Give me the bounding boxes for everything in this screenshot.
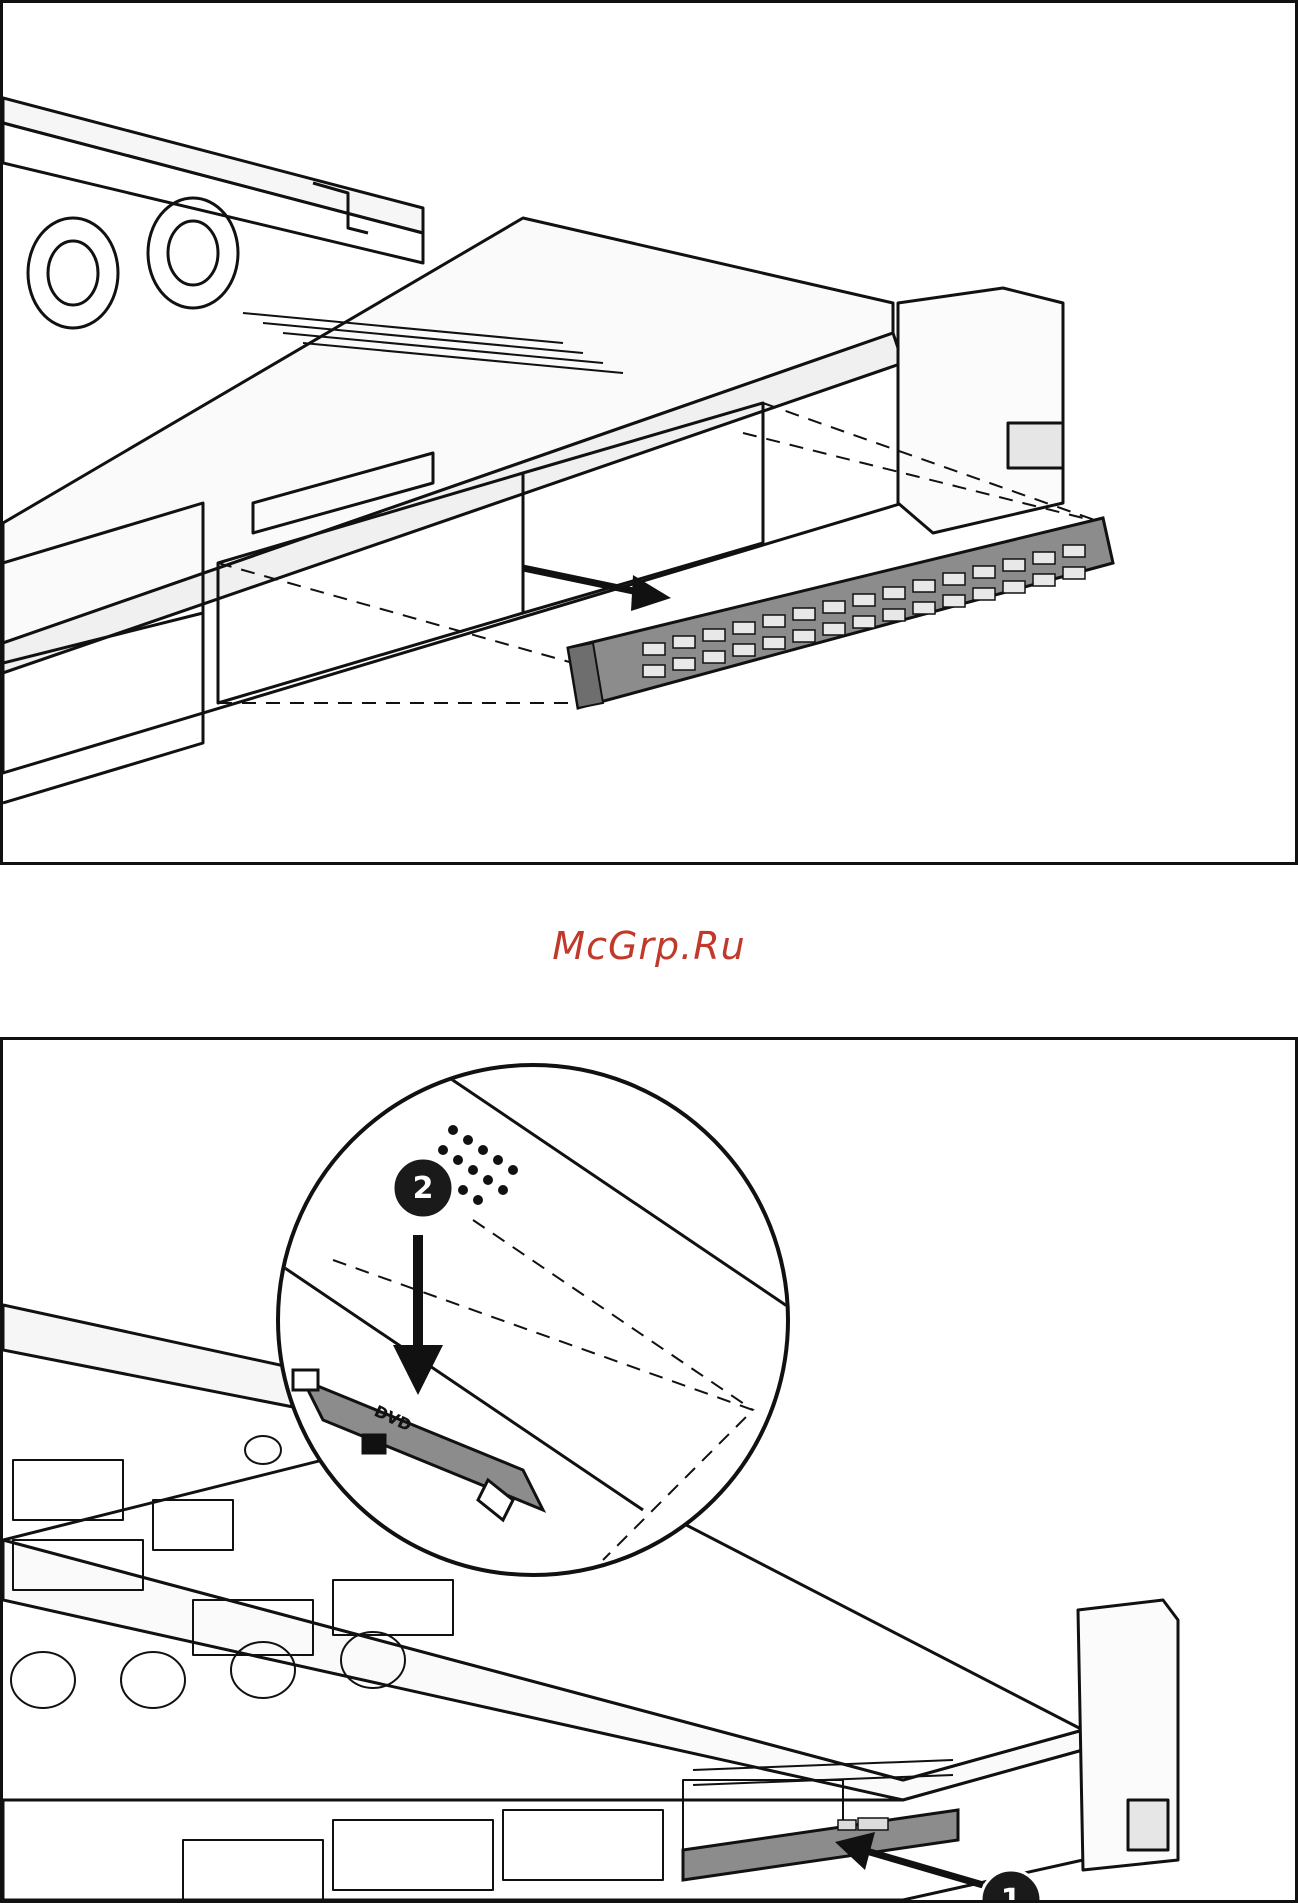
diagram-panel-bottom: 1 xyxy=(0,1037,1298,1903)
rack-ear-right xyxy=(898,288,1063,533)
watermark-text: McGrp.Ru xyxy=(0,924,1298,968)
detail-connector xyxy=(363,1435,385,1453)
detail-magnifier: DVD xyxy=(273,1060,793,1575)
diagram-panel-top xyxy=(0,0,1298,865)
rack-ear-label xyxy=(1008,423,1063,468)
detail-drive-latch xyxy=(293,1370,318,1390)
optical-drive-install-illustration: 1 xyxy=(3,1040,1295,1900)
fan-right-hub xyxy=(168,221,218,285)
callout-2-text: 2 xyxy=(413,1171,434,1206)
server-bezel-removal-illustration xyxy=(3,3,1295,862)
fan-left-hub xyxy=(48,241,98,305)
callout-2-badge: 2 xyxy=(393,1158,453,1218)
fan-right xyxy=(148,198,238,308)
rack-ear-label xyxy=(1128,1800,1168,1850)
callout-1-text: 1 xyxy=(1001,1883,1022,1900)
fan-left xyxy=(28,218,118,328)
